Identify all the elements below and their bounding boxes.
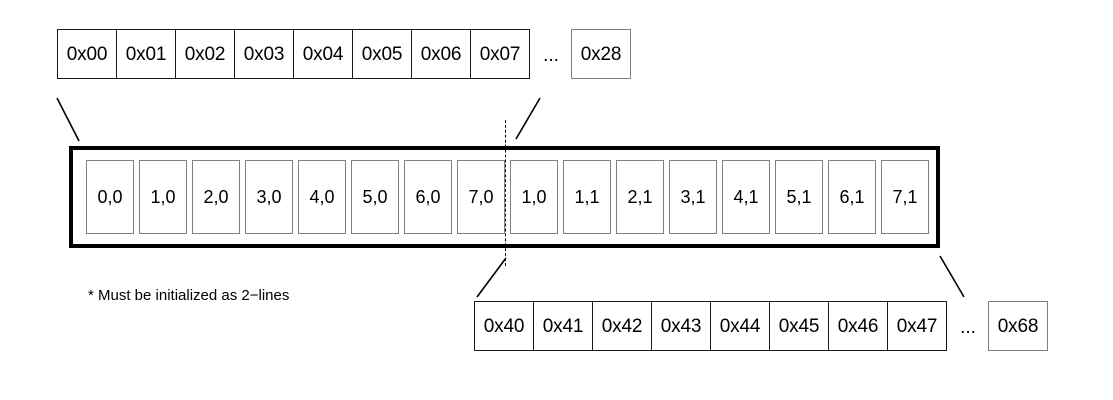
address-cell-tail: 0x28: [571, 29, 631, 79]
top-address-row: 0x00 0x01 0x02 0x03 0x04 0x05 0x06 0x07 …: [57, 29, 631, 79]
address-cell: 0x05: [352, 29, 412, 79]
address-cell: 0x41: [533, 301, 593, 351]
address-cell: 0x04: [293, 29, 353, 79]
word-cell: 1,0: [139, 160, 187, 234]
bottom-row-ellipsis: ...: [960, 317, 976, 338]
address-cell: 0x00: [57, 29, 117, 79]
word-cell: 1,0: [510, 160, 558, 234]
footnote-text: * Must be initialized as 2−lines: [88, 287, 290, 304]
address-cell: 0x02: [175, 29, 235, 79]
leader-line-bottom-left: [476, 257, 507, 298]
leader-line-top-left: [56, 97, 80, 142]
leader-line-top-right: [515, 97, 541, 140]
word-cell: 4,1: [722, 160, 770, 234]
bottom-address-row: 0x40 0x41 0x42 0x43 0x44 0x45 0x46 0x47 …: [474, 301, 1048, 351]
address-cell: 0x03: [234, 29, 294, 79]
address-cell: 0x43: [651, 301, 711, 351]
address-cell-tail: 0x68: [988, 301, 1048, 351]
word-cell: 6,1: [828, 160, 876, 234]
word-cell: 5,1: [775, 160, 823, 234]
word-cell: 0,0: [86, 160, 134, 234]
word-cell: 7,1: [881, 160, 929, 234]
top-row-ellipsis: ...: [543, 45, 559, 66]
address-cell: 0x46: [828, 301, 888, 351]
address-cell: 0x47: [887, 301, 947, 351]
word-cell: 3,0: [245, 160, 293, 234]
word-cell: 6,0: [404, 160, 452, 234]
word-cell: 5,0: [351, 160, 399, 234]
word-cell: 7,0: [457, 160, 505, 234]
leader-line-bottom-right: [939, 255, 965, 298]
word-cell: 1,1: [563, 160, 611, 234]
address-cell: 0x07: [470, 29, 530, 79]
word-cell: 3,1: [669, 160, 717, 234]
address-cell: 0x40: [474, 301, 534, 351]
cache-line-word-cells: 0,0 1,0 2,0 3,0 4,0 5,0 6,0 7,0 1,0 1,1 …: [86, 160, 929, 234]
word-cell: 4,0: [298, 160, 346, 234]
word-cell: 2,0: [192, 160, 240, 234]
address-cell: 0x06: [411, 29, 471, 79]
word-cell: 2,1: [616, 160, 664, 234]
address-cell: 0x44: [710, 301, 770, 351]
address-cell: 0x01: [116, 29, 176, 79]
address-cell: 0x42: [592, 301, 652, 351]
cache-line-split-dashed-divider: [505, 120, 506, 266]
address-cell: 0x45: [769, 301, 829, 351]
